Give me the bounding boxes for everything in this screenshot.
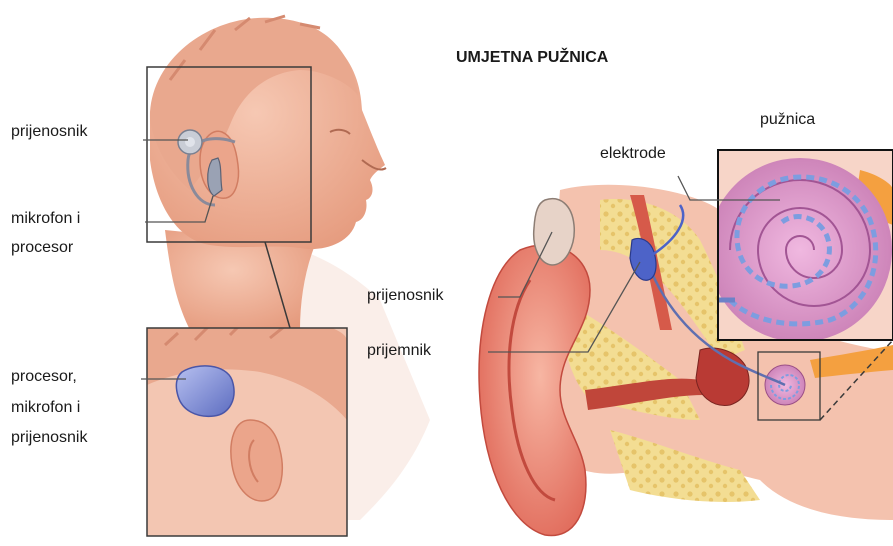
diagram-title: UMJETNA PUŽNICA	[456, 49, 608, 67]
back-of-head-illustration	[147, 314, 347, 536]
label-electrodes: elektrode	[600, 143, 666, 165]
label-transmitter-ear: prijenosnik	[367, 285, 443, 307]
label-combo-line1: procesor,	[11, 366, 77, 388]
label-combo-line2: mikrofon i	[11, 397, 80, 419]
label-cochlea: pužnica	[760, 109, 815, 131]
label-receiver: prijemnik	[367, 340, 431, 362]
cochlea-inset	[708, 150, 893, 342]
label-mic-processor-line1: mikrofon i	[11, 208, 80, 230]
label-transmitter-head: prijenosnik	[11, 121, 87, 143]
label-mic-processor-line2: procesor	[11, 237, 73, 259]
label-combo-line3: prijenosnik	[11, 427, 87, 449]
